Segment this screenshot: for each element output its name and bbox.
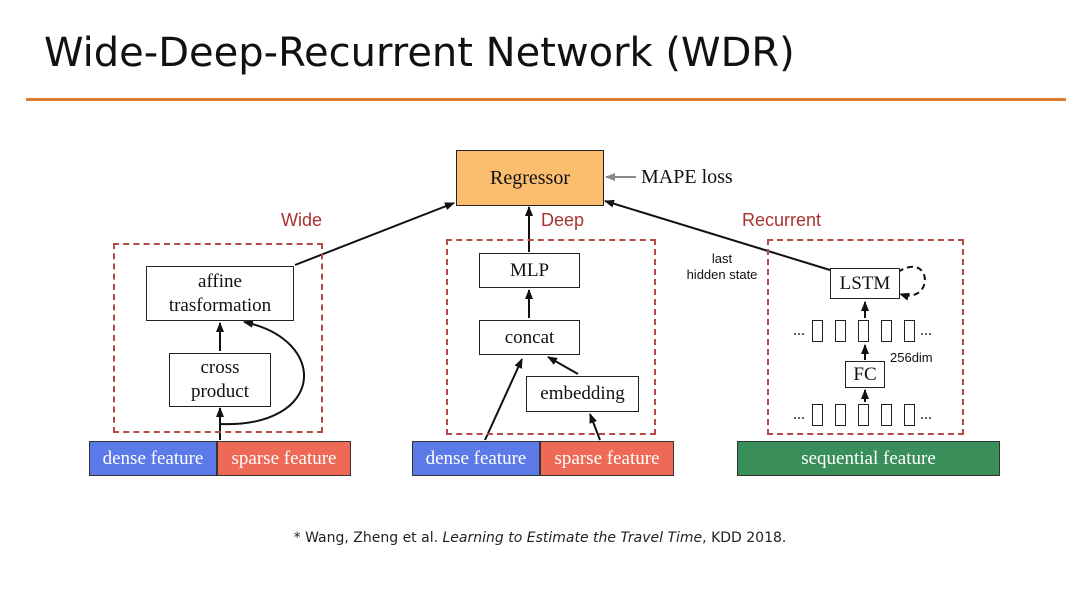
deep-sparse-feature: sparse feature bbox=[540, 441, 674, 476]
input-seq-cell bbox=[881, 404, 892, 426]
arrow-embedding-to-concat bbox=[547, 356, 579, 375]
affine-label-line1: affine bbox=[198, 270, 242, 292]
fc-box: FC bbox=[845, 361, 885, 388]
cross-product-box: cross product bbox=[169, 353, 271, 407]
recurrent-group-frame bbox=[767, 239, 964, 435]
dim-label: 256dim bbox=[890, 350, 933, 365]
hidden-seq-cell bbox=[858, 320, 869, 342]
wide-sparse-feature: sparse feature bbox=[217, 441, 351, 476]
input-seq-cell bbox=[904, 404, 915, 426]
concat-box: concat bbox=[479, 320, 580, 355]
input-seq-cell bbox=[858, 404, 869, 426]
cross-label-line2: product bbox=[190, 381, 250, 402]
citation-suffix: , KDD 2018. bbox=[702, 530, 787, 546]
arrow-sparse-bypass-to-affine bbox=[219, 319, 306, 426]
embedding-box: embedding bbox=[526, 376, 639, 412]
arrow-dense-to-concat bbox=[484, 358, 523, 441]
hidden-seq-cell bbox=[881, 320, 892, 342]
hidden-seq-cell bbox=[812, 320, 823, 342]
hidden-label-line1: last bbox=[711, 251, 733, 266]
deep-dense-feature: dense feature bbox=[412, 441, 540, 476]
deep-group-frame bbox=[446, 239, 656, 435]
citation: * Wang, Zheng et al. Learning to Estimat… bbox=[0, 530, 1080, 546]
lstm-box: LSTM bbox=[830, 268, 900, 299]
hidden-seq-cell bbox=[904, 320, 915, 342]
hidden-label-line2: hidden state bbox=[686, 267, 758, 283]
arrow-sparse-to-embedding bbox=[589, 413, 601, 441]
affine-label-line2: trasformation bbox=[168, 294, 272, 316]
deep-group-label: Deep bbox=[541, 210, 585, 230]
arrow-lstm-self-loop bbox=[897, 265, 926, 301]
sequential-feature: sequential feature bbox=[737, 441, 1000, 476]
affine-transformation-box: affine trasformation bbox=[146, 266, 294, 321]
wide-group-frame bbox=[113, 243, 323, 433]
slide-title: Wide-Deep-Recurrent Network (WDR) bbox=[44, 30, 795, 76]
mape-loss-label: MAPE loss bbox=[641, 166, 733, 188]
arrow-lstm-to-regressor bbox=[604, 199, 831, 271]
wide-group-label: Wide bbox=[281, 210, 323, 230]
regressor-box: Regressor bbox=[456, 150, 604, 206]
hidden-seq-ellipsis-right: ... bbox=[920, 322, 932, 339]
input-seq-ellipsis-right: ... bbox=[920, 406, 932, 423]
wide-dense-feature: dense feature bbox=[89, 441, 217, 476]
input-seq-cell bbox=[835, 404, 846, 426]
recurrent-group-label: Recurrent bbox=[742, 210, 822, 230]
cross-label-line1: cross bbox=[200, 357, 240, 379]
input-seq-ellipsis-left: ... bbox=[793, 406, 805, 423]
mlp-box: MLP bbox=[479, 253, 580, 288]
citation-title: Learning to Estimate the Travel Time bbox=[442, 530, 703, 546]
hidden-seq-cell bbox=[835, 320, 846, 342]
hidden-seq-ellipsis-left: ... bbox=[793, 322, 805, 339]
input-seq-cell bbox=[812, 404, 823, 426]
citation-prefix: * Wang, Zheng et al. bbox=[293, 530, 443, 546]
last-hidden-state-label: last hidden state bbox=[676, 251, 768, 284]
title-divider bbox=[26, 98, 1066, 101]
